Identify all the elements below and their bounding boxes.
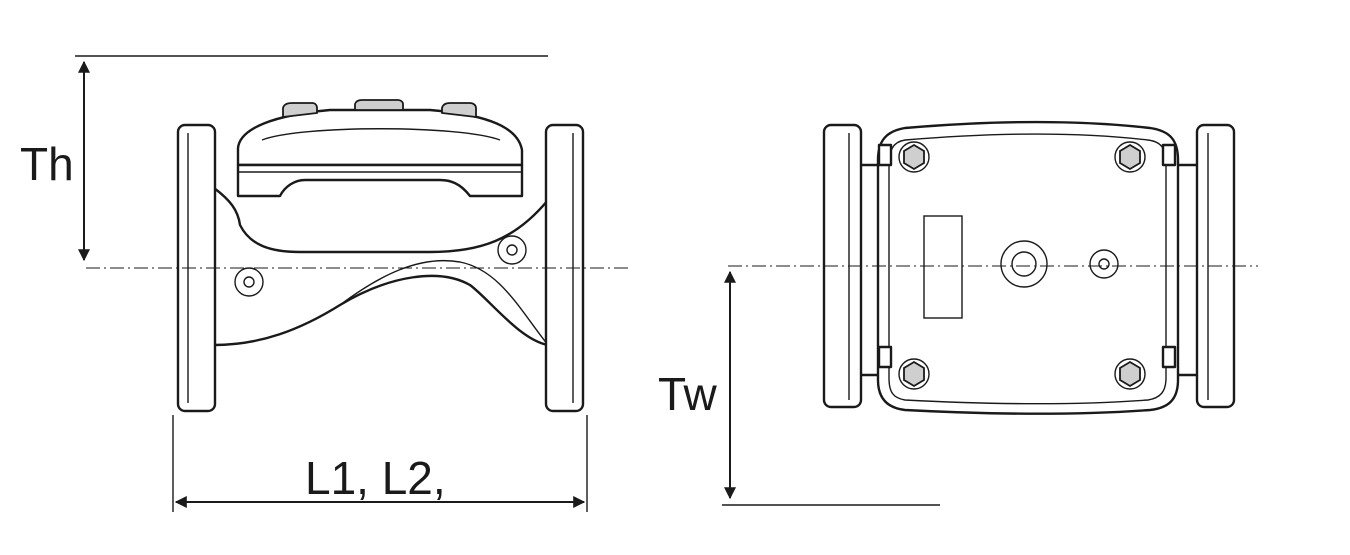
plug-right-outer	[497, 235, 527, 265]
meter-body	[212, 186, 550, 347]
register-head	[236, 108, 524, 167]
bolt-top-right	[1114, 141, 1146, 173]
body-contour-line	[339, 259, 549, 346]
end-view-body-inner	[888, 133, 1167, 405]
plug-right-inner	[506, 244, 518, 256]
bolt-top-left	[898, 141, 930, 173]
height-label: Th	[20, 138, 74, 190]
side-view: Th L1, L2,	[20, 55, 628, 512]
nameplate	[923, 215, 963, 319]
register-base	[236, 163, 524, 198]
register-lug-right	[441, 102, 477, 119]
end-view-body	[876, 120, 1180, 415]
register-lug-left	[282, 102, 318, 119]
length-label: L1, L2,	[305, 452, 446, 504]
bolt-bottom-left	[898, 358, 930, 390]
bracket-bottom-left	[877, 345, 893, 369]
end-view: Tw	[658, 120, 1258, 506]
plug-left-inner	[243, 276, 255, 288]
bracket-top-right	[1161, 143, 1177, 167]
boss-small-outer	[1089, 249, 1119, 279]
boss-small-inner	[1098, 258, 1110, 270]
boss-large-outer	[1000, 240, 1048, 288]
register-lid-contour	[261, 128, 501, 141]
bracket-bottom-right	[1161, 345, 1177, 369]
bolt-bottom-right	[1114, 358, 1146, 390]
width-label: Tw	[658, 368, 718, 420]
boss-large-inner	[1011, 251, 1037, 277]
bracket-top-left	[877, 143, 893, 167]
register-lid-cap	[354, 99, 404, 111]
